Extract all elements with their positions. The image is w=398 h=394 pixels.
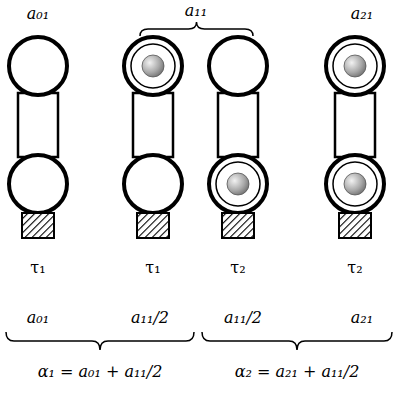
site-label: a₂₁ bbox=[351, 5, 373, 23]
site-label: a₁₁ bbox=[185, 2, 207, 20]
term-label: a₁₁/2 bbox=[131, 309, 169, 327]
equation: α₁ = a₀₁ + a₁₁/2 bbox=[38, 363, 163, 381]
time-label: τ₂ bbox=[347, 259, 362, 277]
brace bbox=[202, 332, 392, 350]
time-label: τ₁ bbox=[145, 259, 160, 277]
term-label: a₁₁/2 bbox=[224, 309, 262, 327]
dumbbell bbox=[326, 37, 384, 238]
dumbbell bbox=[124, 37, 182, 238]
brace bbox=[140, 22, 253, 36]
dumbbell bbox=[9, 37, 67, 238]
time-label: τ₁ bbox=[30, 259, 45, 277]
dumbbell bbox=[209, 37, 267, 238]
site-label: a₀₁ bbox=[27, 5, 49, 23]
term-label: a₀₁ bbox=[27, 309, 49, 327]
time-label: τ₂ bbox=[230, 259, 245, 277]
brace bbox=[6, 332, 194, 350]
term-label: a₂₁ bbox=[351, 309, 373, 327]
equation: α₂ = a₂₁ + a₁₁/2 bbox=[235, 363, 360, 381]
